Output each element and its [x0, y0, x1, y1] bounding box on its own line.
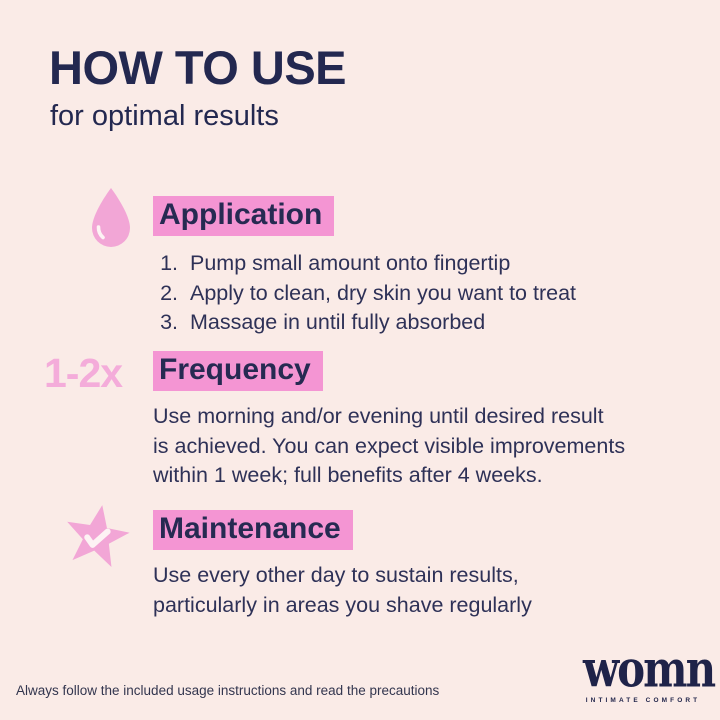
frequency-count-badge: 1-2x — [44, 350, 123, 396]
brand-tagline: INTIMATE COMFORT — [585, 697, 701, 704]
text-line: Use every other day to sustain results, — [153, 563, 519, 587]
page-title: HOW TO USE — [49, 41, 347, 94]
section-heading-maintenance: Maintenance — [153, 510, 353, 550]
star-check-icon — [59, 497, 135, 573]
maintenance-description: Use every other day to sustain results, … — [153, 561, 532, 620]
step-item: Apply to clean, dry skin you want to tre… — [184, 279, 576, 309]
step-item: Pump small amount onto fingertip — [184, 249, 576, 279]
step-item: Massage in until fully absorbed — [184, 308, 576, 338]
section-heading-frequency: Frequency — [153, 351, 323, 391]
frequency-description: Use morning and/or evening until desired… — [153, 402, 625, 491]
text-line: is achieved. You can expect visible impr… — [153, 433, 626, 458]
application-steps: Pump small amount onto fingertip Apply t… — [153, 249, 576, 338]
brand-logo: womn INTIMATE COMFORT — [583, 644, 716, 704]
footer-disclaimer: Always follow the included usage instruc… — [16, 683, 440, 698]
brand-name: womn — [583, 639, 716, 699]
page-subtitle: for optimal results — [50, 100, 279, 132]
text-line: Use morning and/or evening until desired… — [153, 404, 604, 428]
text-line: particularly in areas you shave regularl… — [153, 592, 532, 617]
text-line: within 1 week; full benefits after 4 wee… — [153, 463, 543, 487]
droplet-icon — [88, 187, 134, 249]
section-heading-application: Application — [153, 196, 335, 236]
